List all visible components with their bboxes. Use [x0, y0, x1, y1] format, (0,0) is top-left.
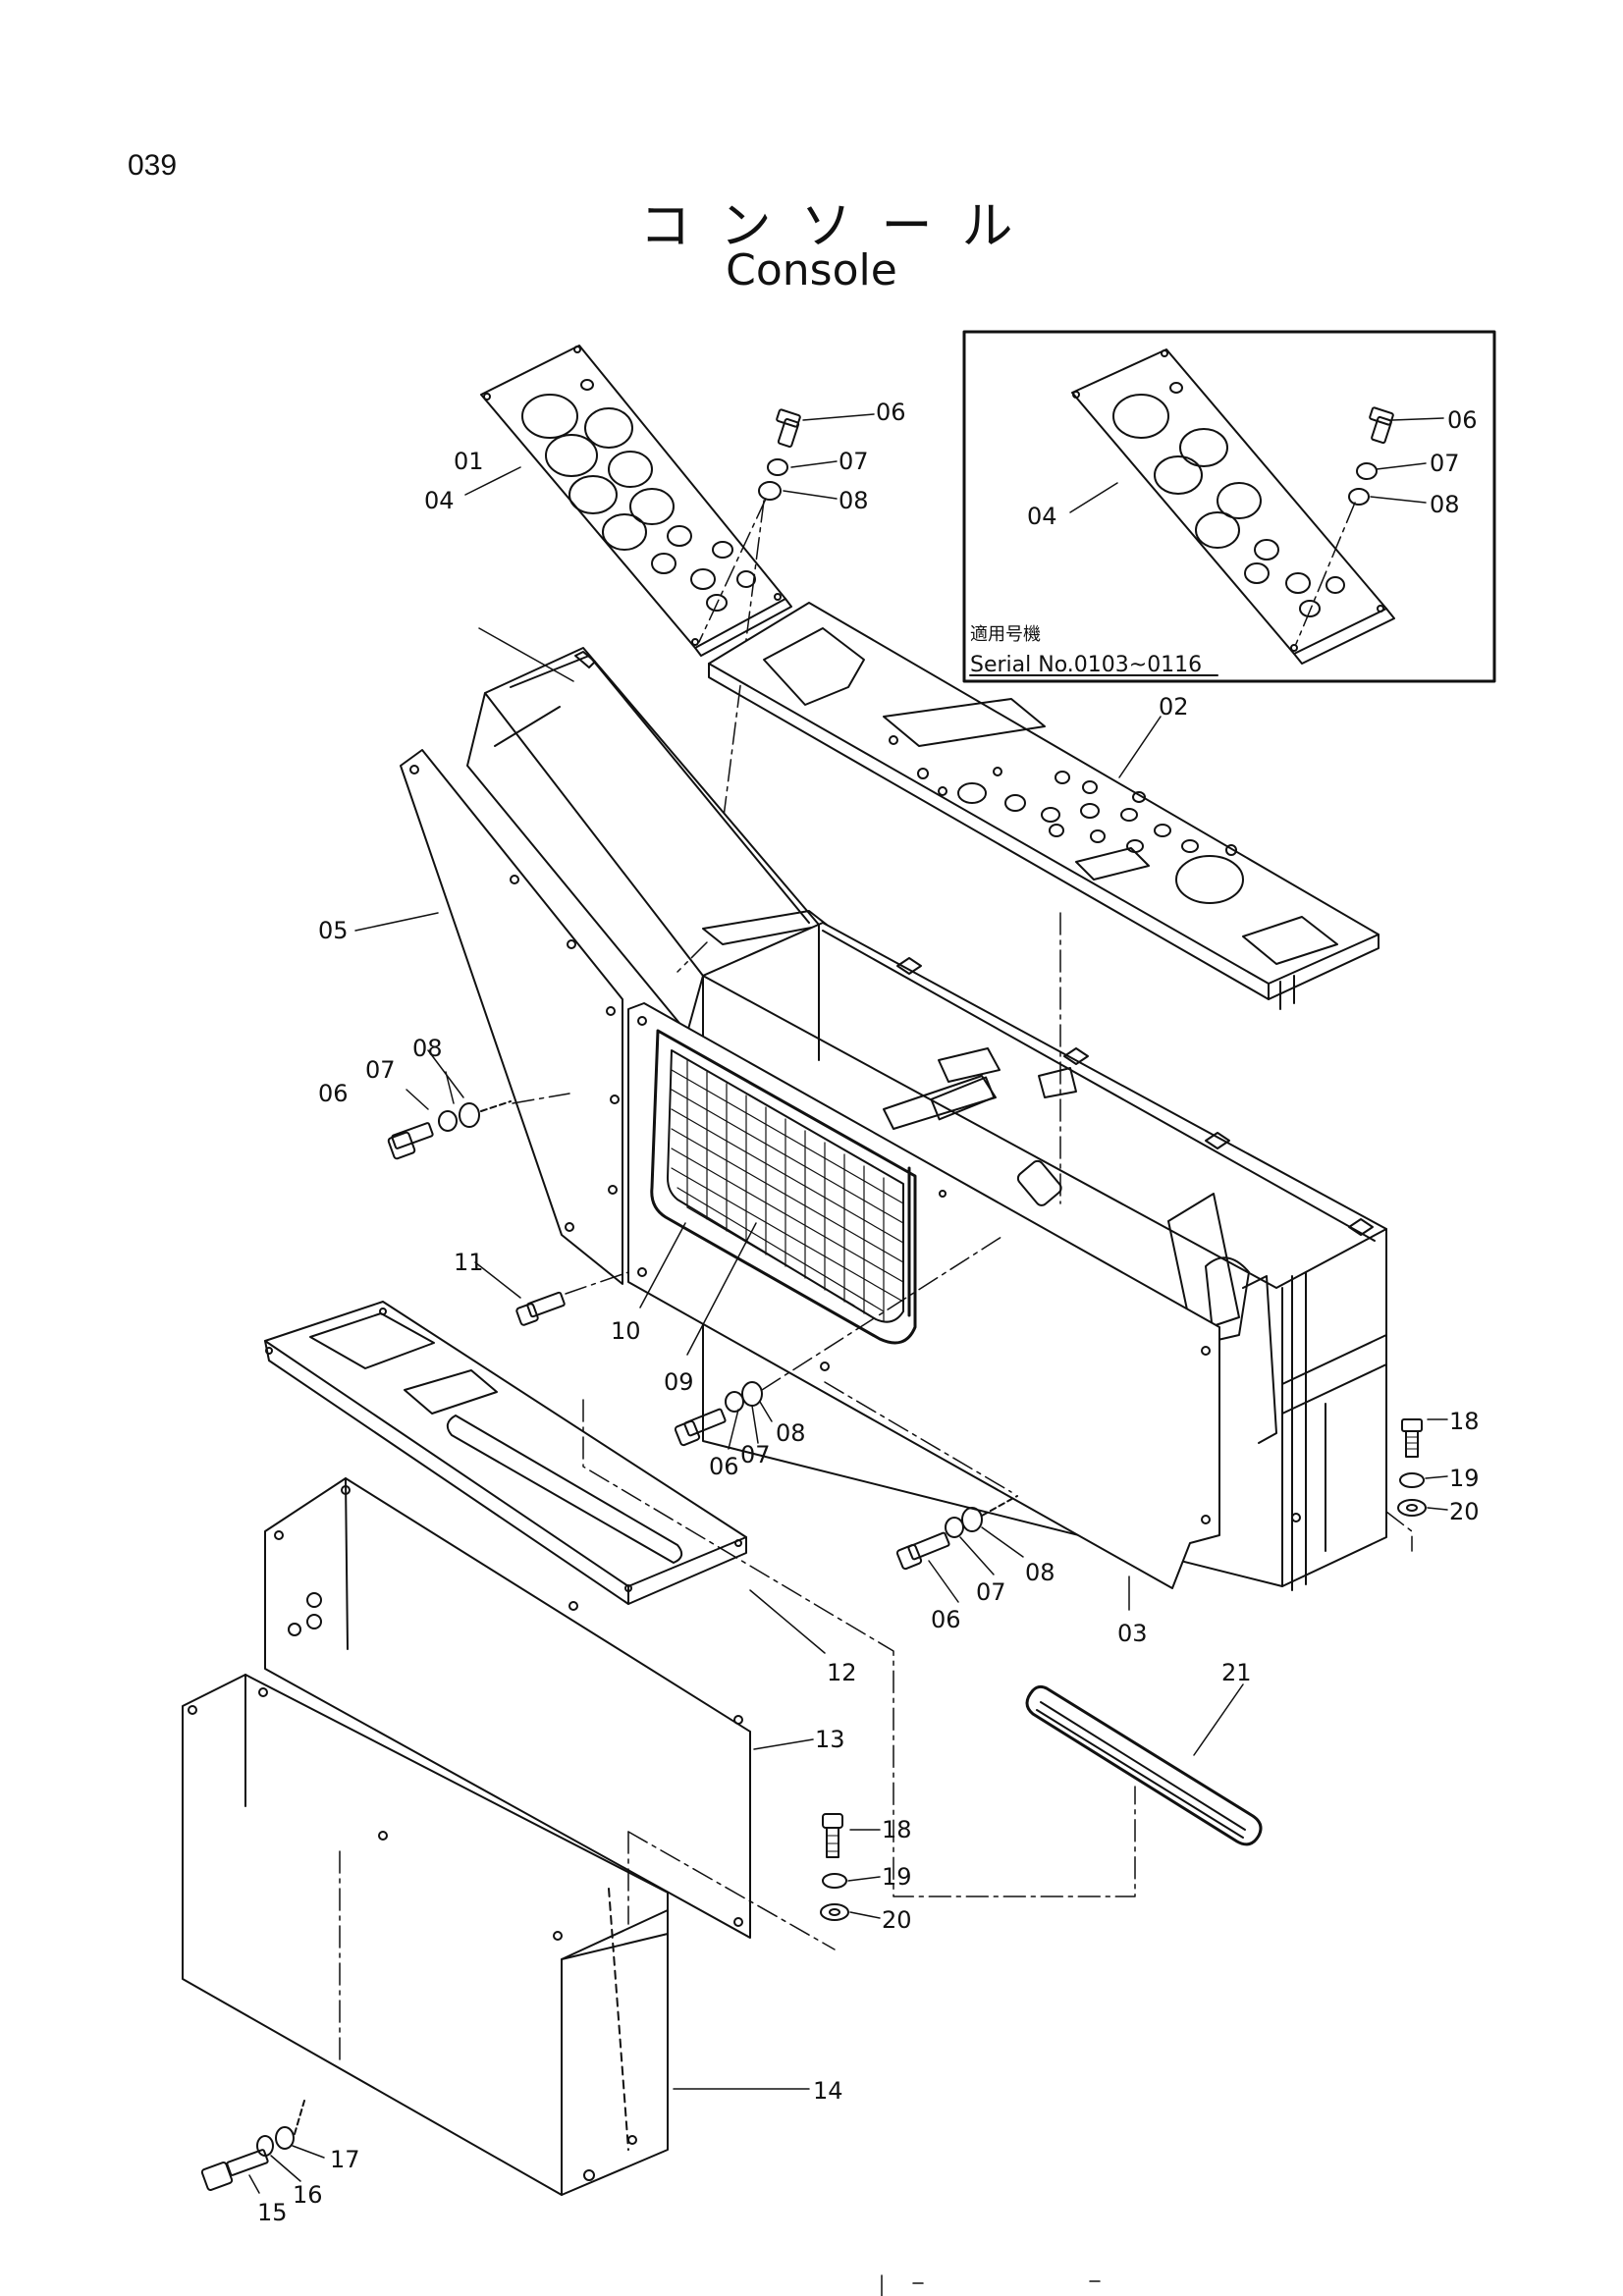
callout-05: 05 — [318, 917, 349, 944]
hardware-15-16-17 — [201, 2101, 304, 2191]
part-04-switch-panel — [481, 346, 791, 656]
inset-washer-07 — [1357, 463, 1377, 479]
inset-caption-jp: 適用号機 — [970, 624, 1041, 645]
inset-bolt-06 — [1370, 407, 1394, 444]
callout-08-top: 08 — [839, 487, 869, 514]
callout-08-right: 08 — [1025, 1559, 1055, 1586]
callout-21: 21 — [1221, 1659, 1252, 1686]
hardware-bottom-18-19-20 — [628, 1814, 848, 1949]
hardware-right-06-07-08 — [825, 1382, 1017, 1570]
callout-08-left: 08 — [412, 1035, 443, 1062]
callout-18-right: 18 — [1449, 1408, 1480, 1435]
inset-washer-08 — [1349, 489, 1369, 505]
callout-20-right: 20 — [1449, 1498, 1480, 1525]
callout-15: 15 — [257, 2199, 288, 2226]
callout-16: 16 — [293, 2181, 323, 2209]
title-japanese: コンソール — [639, 197, 1043, 256]
part-05-side-cover — [401, 750, 622, 1284]
callout-06-left: 06 — [318, 1080, 349, 1107]
callout-17: 17 — [330, 2146, 360, 2173]
callout-19-bottom: 19 — [882, 1863, 912, 1891]
callout-06-top: 06 — [876, 399, 906, 426]
part-21-grommet — [1027, 1686, 1261, 1844]
part-08-washer-top — [759, 482, 781, 500]
inset-part-04-panel — [1072, 349, 1394, 664]
callout-04: 04 — [424, 487, 455, 514]
title-english: Console — [726, 245, 897, 295]
inset-callout-06: 06 — [1447, 406, 1478, 434]
callout-07-mid: 07 — [740, 1441, 771, 1468]
inset-caption-serial: Serial No.0103~0116 — [970, 653, 1202, 677]
part-09-mesh-grille — [652, 1031, 915, 1343]
part-13-rear-cover — [265, 1478, 750, 1938]
hardware-mid-06-07-08 — [675, 1237, 1001, 1446]
inset-box: 適用号機 Serial No.0103~0116 04 06 07 08 — [964, 332, 1494, 681]
callout-07-left: 07 — [365, 1056, 396, 1084]
callout-09: 09 — [664, 1368, 694, 1396]
hardware-right-18-19-20 — [1386, 1419, 1426, 1551]
callout-18-bottom: 18 — [882, 1816, 912, 1843]
part-06-bolt-top — [777, 409, 801, 448]
inset-callout-04: 04 — [1027, 503, 1057, 530]
callout-06-mid: 06 — [709, 1453, 739, 1480]
callout-07-right: 07 — [976, 1578, 1006, 1606]
page-number: 039 — [128, 149, 178, 182]
part-12-lower-top-plate — [265, 1302, 746, 1604]
callout-07-top: 07 — [839, 448, 869, 475]
hardware-11-screw — [515, 1272, 628, 1326]
scan-specks — [882, 2275, 1100, 2296]
assembly-centerlines — [513, 913, 1135, 1896]
callout-11: 11 — [454, 1249, 484, 1276]
callout-10: 10 — [611, 1317, 641, 1345]
callout-13: 13 — [815, 1726, 845, 1753]
callout-03: 03 — [1117, 1620, 1148, 1647]
callout-12: 12 — [827, 1659, 857, 1686]
callout-02: 02 — [1159, 693, 1189, 721]
inset-callout-07: 07 — [1430, 450, 1460, 477]
callout-01: 01 — [454, 448, 484, 475]
part-01-console-body — [467, 648, 1386, 1590]
callout-06-right: 06 — [931, 1606, 961, 1633]
callout-20-bottom: 20 — [882, 1906, 912, 1934]
part-14-lower-box — [183, 1675, 668, 2195]
callout-19-right: 19 — [1449, 1465, 1480, 1492]
callout-14: 14 — [813, 2077, 843, 2105]
inset-callout-08: 08 — [1430, 491, 1460, 518]
part-07-washer-top — [768, 459, 787, 475]
callout-08-mid: 08 — [776, 1419, 806, 1447]
hardware-left-06-07-08 — [388, 1101, 511, 1159]
part-02-instrument-panel — [709, 603, 1379, 1009]
leader-lines — [249, 414, 1447, 2193]
